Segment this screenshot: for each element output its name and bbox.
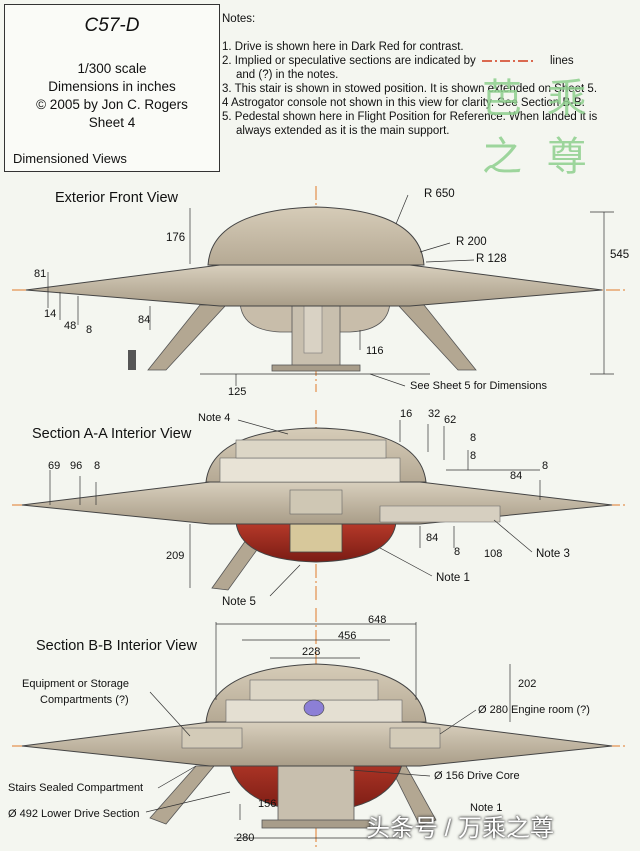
note-1-label-bb: Note 1 <box>470 802 503 814</box>
dim-8b: 8 <box>470 450 477 462</box>
section-aa-title: Section A-A Interior View <box>32 426 192 442</box>
dim-16: 16 <box>400 408 413 420</box>
front-ref-text: See Sheet 5 for Dimensions <box>410 380 547 392</box>
bb-storage-compartment <box>181 727 243 749</box>
dim-84b: 84 <box>426 532 439 544</box>
front-leg-right <box>397 304 477 371</box>
drawing-title: C57-D <box>84 15 140 36</box>
dim-545: 545 <box>610 249 630 261</box>
dim-156: 156 <box>258 798 277 810</box>
note-2-cont: and (?) in the notes. <box>236 69 339 81</box>
section-bb-view <box>12 608 628 848</box>
dim-84a: 84 <box>510 470 523 482</box>
dim-r200: R 200 <box>456 236 487 248</box>
dim-8: 8 <box>86 324 93 336</box>
front-view <box>12 186 628 392</box>
front-pedestal-foot <box>271 364 361 372</box>
dim-8d: 8 <box>454 546 461 558</box>
dim-202: 202 <box>518 678 537 690</box>
equip-label-2: Compartments (?) <box>40 694 129 706</box>
dim-280: 280 <box>236 832 255 844</box>
dim-648: 648 <box>368 614 387 626</box>
scale-text: 1/300 scale <box>77 61 147 76</box>
stairs-label: Stairs Sealed Compartment <box>8 782 144 794</box>
lower-drive-label: Ø 492 Lower Drive Section <box>8 808 140 820</box>
bb-saucer <box>21 721 613 767</box>
bb-leg-left <box>149 765 215 825</box>
dim-108: 108 <box>484 548 503 560</box>
dim-456: 456 <box>338 630 357 642</box>
equip-label-1: Equipment or Storage <box>22 678 130 690</box>
note-4: 4 Astrogator console not shown in this v… <box>222 97 585 109</box>
sheet-text: Sheet 4 <box>88 115 136 130</box>
dim-62: 62 <box>444 414 457 426</box>
front-leg-left <box>147 304 227 371</box>
dim-209: 209 <box>166 550 185 562</box>
title-block: C57-D 1/300 scale Dimensions in inches ©… <box>4 4 220 172</box>
bb-engine-compartment <box>389 727 441 749</box>
section-aa-view <box>12 410 628 600</box>
dim-r128: R 128 <box>476 253 507 265</box>
engine-room-label: Ø 280 Engine room (?) <box>478 704 590 716</box>
scale-figure <box>128 350 136 370</box>
watermark-footer: 头条号 / 万乘之尊 <box>366 815 555 842</box>
dim-81: 81 <box>34 268 47 280</box>
dim-8c-right: 8 <box>542 460 549 472</box>
front-view-title: Exterior Front View <box>55 190 179 206</box>
note-5-label: Note 5 <box>222 596 256 608</box>
units-text: Dimensions in inches <box>48 79 176 94</box>
note-3-label: Note 3 <box>536 548 570 560</box>
dim-125: 125 <box>228 386 247 398</box>
section-bb-title: Section B-B Interior View <box>36 638 197 654</box>
dim-8a: 8 <box>470 432 477 444</box>
views-text: Dimensioned Views <box>13 151 127 166</box>
bb-astrogator <box>303 699 325 717</box>
dim-96: 96 <box>70 460 83 472</box>
note-5-cont: always extended as it is the main suppor… <box>236 125 450 137</box>
note-4-label: Note 4 <box>198 412 231 424</box>
aa-corridor <box>289 489 343 515</box>
drive-core-label: Ø 156 Drive Core <box>434 770 520 782</box>
note-2: 2. Implied or speculative sections are i… <box>222 55 476 67</box>
note-1: 1. Drive is shown here in Dark Red for c… <box>222 41 464 53</box>
dim-48: 48 <box>64 320 77 332</box>
note-3: 3. This stair is shown in stowed positio… <box>222 83 598 95</box>
note-1-label-aa: Note 1 <box>436 572 470 584</box>
dim-84: 84 <box>138 314 151 326</box>
dim-8c: 8 <box>94 460 101 472</box>
dim-228: 228 <box>302 646 321 658</box>
watermark-chinese: 芭 乘 之 尊 <box>482 76 593 180</box>
dim-32: 32 <box>428 408 441 420</box>
dim-r650: R 650 <box>424 188 455 200</box>
bb-pedestal-foot <box>261 819 371 829</box>
aa-stair-compartment <box>379 505 501 523</box>
dim-14: 14 <box>44 308 57 320</box>
note-2-lines: lines <box>550 55 574 67</box>
front-dome <box>207 206 425 266</box>
aa-deck <box>219 457 401 483</box>
dim-116: 116 <box>366 345 384 357</box>
front-stair <box>303 304 323 354</box>
front-saucer <box>25 264 603 307</box>
aa-upper-deck <box>235 439 387 459</box>
note-5: 5. Pedestal shown here in Flight Positio… <box>222 111 598 123</box>
dim-69: 69 <box>48 460 61 472</box>
bb-upper-deck <box>249 679 379 701</box>
notes-heading: Notes: <box>222 13 256 25</box>
copyright-text: © 2005 by Jon C. Rogers <box>36 97 188 112</box>
dim-176: 176 <box>166 232 186 244</box>
